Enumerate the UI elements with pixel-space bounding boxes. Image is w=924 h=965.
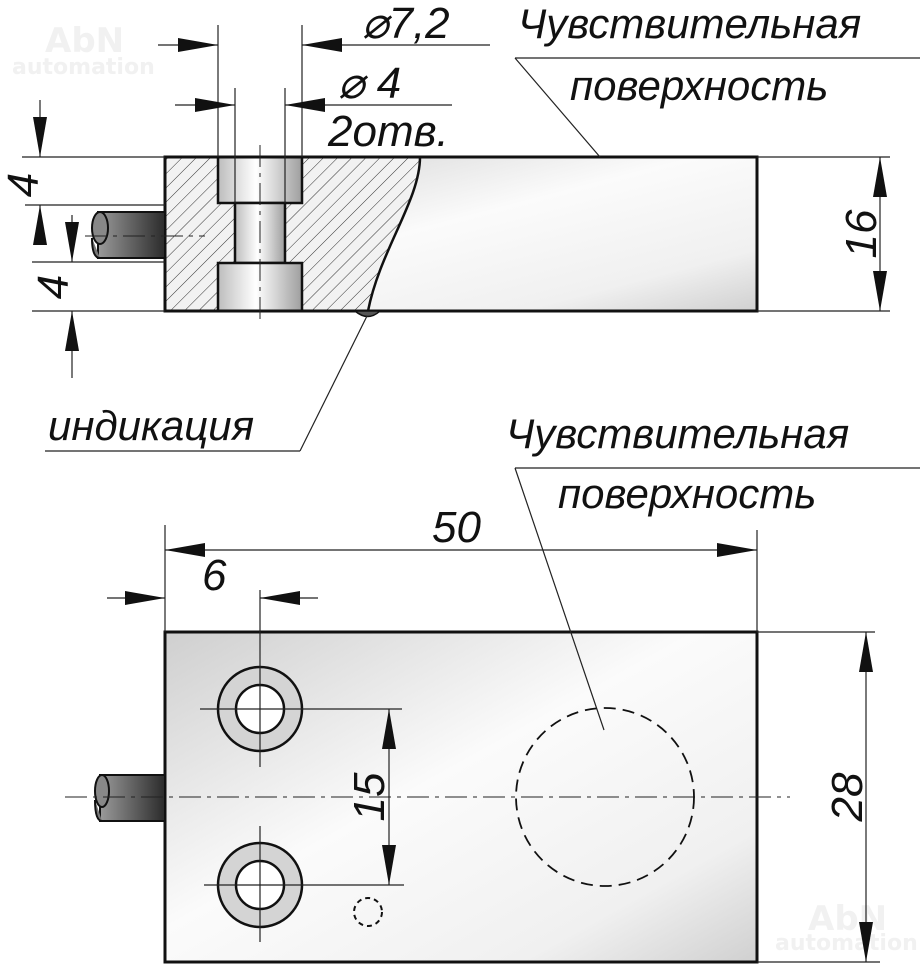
svg-text:AbN: AbN xyxy=(45,21,124,61)
callout-leader-indication xyxy=(299,315,368,452)
sensing-surface-label-top-line1: Чувствительная xyxy=(506,410,849,457)
sensing-surface-label-line1: Чувствительная xyxy=(518,0,861,47)
callout-leader-side xyxy=(514,57,601,158)
side-view: ⌀7,2 ⌀ 4 2отв. 4 4 16 Чувствительная пов… xyxy=(0,0,920,452)
dim-hole-spacing: 15 xyxy=(345,772,394,821)
sensing-surface-label-line2: поверхность xyxy=(570,62,828,109)
svg-text:AbN: AbN xyxy=(808,899,887,939)
break-line xyxy=(366,156,422,312)
dim-top-offset: 4 xyxy=(0,173,48,197)
svg-text:automation: automation xyxy=(12,55,155,80)
dim-outer-diameter: ⌀7,2 xyxy=(362,0,450,48)
top-view: 15 50 6 28 Чувствительная поверхность xyxy=(65,410,920,964)
mounting-hole-top xyxy=(200,590,402,767)
indicator-led-outline xyxy=(353,897,383,927)
cable-top xyxy=(94,774,166,822)
dim-length: 50 xyxy=(432,503,481,552)
dim-hole-offset: 6 xyxy=(202,551,227,600)
dim-cable-offset: 4 xyxy=(29,275,78,299)
hole-count-note: 2отв. xyxy=(327,107,449,156)
dim-inner-diameter: ⌀ 4 xyxy=(338,59,401,108)
dim-height: 16 xyxy=(837,209,886,258)
sensing-surface-label-top-line2: поверхность xyxy=(558,470,816,517)
watermark-top: AbN automation xyxy=(12,21,155,80)
watermark-bottom: AbN automation xyxy=(775,899,918,956)
indication-label: индикация xyxy=(48,402,254,449)
callout-leader-top xyxy=(514,467,605,731)
svg-text:automation: automation xyxy=(775,931,918,956)
dim-width: 28 xyxy=(823,772,872,822)
mounting-hole-bottom xyxy=(204,826,404,942)
sensing-area-outline xyxy=(515,707,695,887)
indicator-led xyxy=(352,310,382,318)
cable-side xyxy=(91,211,166,259)
